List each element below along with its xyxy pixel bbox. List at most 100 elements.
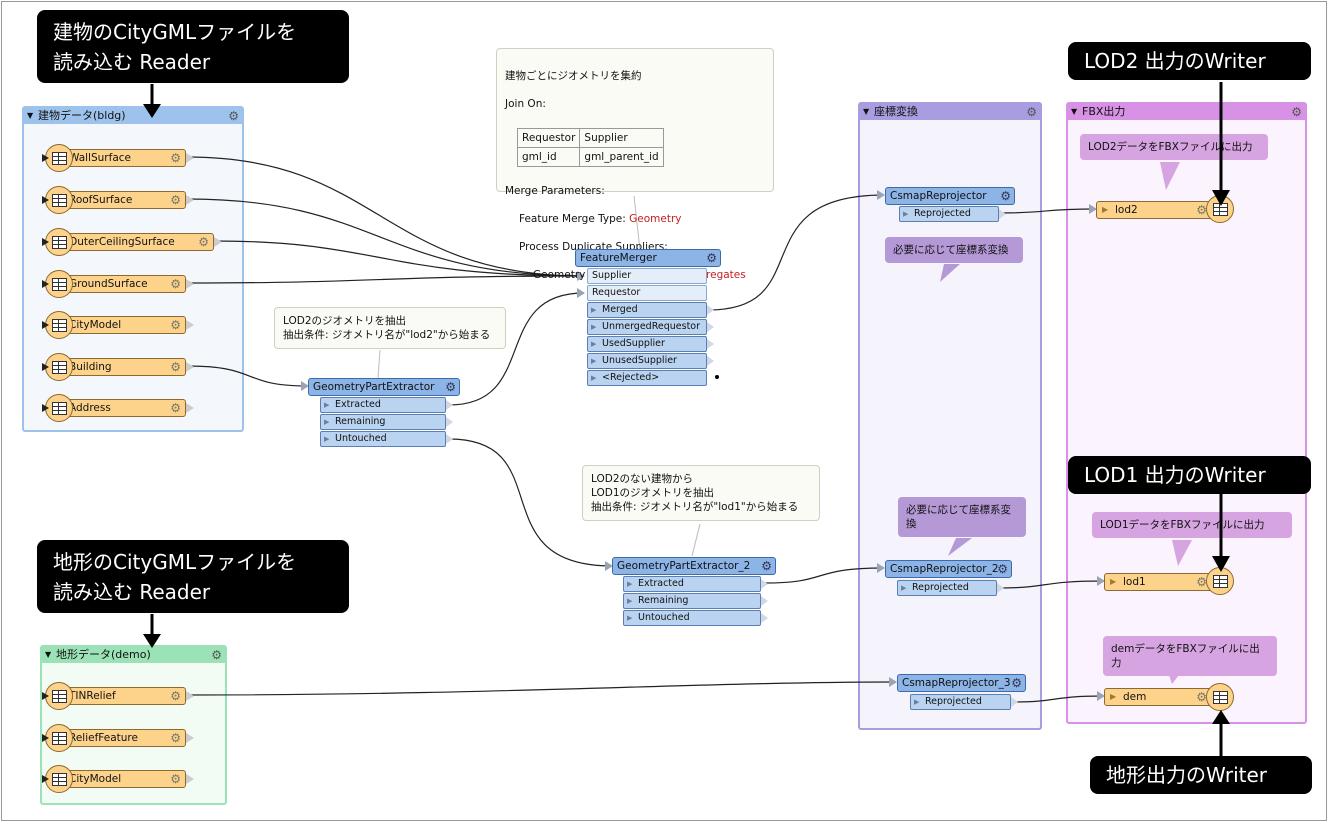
output-port-remaining[interactable]: ▶Remaining — [320, 414, 453, 430]
feature-type-label: TINRelief — [69, 690, 116, 702]
gear-icon[interactable]: ⚙ — [211, 648, 222, 662]
reader-icon[interactable] — [42, 353, 73, 381]
transformer-geometry-part-extractor[interactable]: GeometryPartExtractor⚙ — [308, 378, 460, 396]
reader-icon[interactable] — [42, 724, 73, 752]
collapse-icon[interactable]: ▼ — [863, 107, 870, 116]
feature-type-roofsurface[interactable]: ▶RoofSurface⚙ — [52, 191, 194, 209]
output-port-usedsupplier[interactable]: ▶UsedSupplier — [587, 336, 714, 352]
feature-type-tinrelief[interactable]: ▶TINRelief⚙ — [52, 687, 194, 705]
feature-type-label: GroundSurface — [69, 278, 148, 290]
gear-icon[interactable]: ⚙ — [228, 109, 239, 123]
callout-lod1-writer: LOD1 出力のWriter — [1068, 456, 1311, 494]
reader-icon[interactable] — [42, 765, 73, 793]
gear-icon[interactable]: ⚙ — [1026, 105, 1037, 119]
table-cell: Requestor — [516, 128, 581, 148]
reader-icon[interactable] — [42, 682, 73, 710]
feature-type-citymodel[interactable]: ▶CityModel⚙ — [52, 316, 194, 334]
output-port-rejected[interactable]: ▶<Rejected> — [587, 370, 707, 386]
writer-icon[interactable] — [1206, 195, 1234, 223]
reader-icon[interactable] — [42, 228, 73, 256]
bookmark-title: FBX出力 — [1082, 105, 1126, 118]
output-port-untouched[interactable]: ▶Untouched — [320, 431, 453, 447]
gear-icon[interactable]: ⚙ — [170, 193, 181, 207]
reader-icon[interactable] — [42, 270, 73, 298]
port-label: Untouched — [335, 433, 387, 444]
annotation-gpe1[interactable]: LOD2のジオメトリを抽出 抽出条件: ジオメトリ名が"lod2"から始まる — [274, 307, 506, 349]
gear-icon[interactable]: ⚙ — [170, 731, 181, 745]
port-label: Remaining — [335, 416, 386, 427]
output-port-remaining[interactable]: ▶Remaining — [623, 593, 768, 609]
gear-icon[interactable]: ⚙ — [706, 251, 717, 265]
output-port-untouched[interactable]: ▶Untouched — [623, 610, 768, 626]
annotation-reproj1[interactable]: 必要に応じて座標系変換 — [885, 237, 1023, 263]
transformer-csmap-reprojector-2[interactable]: CsmapReprojector_2⚙ — [885, 560, 1012, 578]
feature-type-outerceilingsurface[interactable]: ▶OuterCeilingSurface⚙ — [52, 233, 222, 251]
feature-type-wallsurface[interactable]: ▶WallSurface⚙ — [52, 149, 194, 167]
gear-icon[interactable]: ⚙ — [1291, 105, 1302, 119]
gear-icon[interactable]: ⚙ — [170, 277, 181, 291]
gear-icon[interactable]: ⚙ — [997, 562, 1008, 576]
input-port-requestor[interactable]: Requestor — [587, 285, 707, 301]
collapse-icon[interactable]: ▼ — [1071, 107, 1078, 116]
callout-dem-writer: 地形出力のWriter — [1090, 756, 1312, 794]
transformer-title: CsmapReprojector — [890, 190, 987, 202]
feature-type-address[interactable]: ▶Address⚙ — [52, 399, 194, 417]
port-label: Reprojected — [925, 696, 982, 707]
table-cell: gml_parent_id — [579, 147, 664, 167]
output-port-reprojected[interactable]: ▶Reprojected — [899, 206, 1006, 222]
annotation-reproj2[interactable]: 必要に応じて座標系変 換 — [898, 497, 1026, 537]
output-port-merged[interactable]: ▶Merged — [587, 302, 714, 318]
bookmark-dem[interactable]: ▼地形データ(demo)⚙ — [40, 645, 227, 805]
port-label: UnmergedRequestor — [602, 321, 701, 332]
gear-icon[interactable]: ⚙ — [170, 772, 181, 786]
transformer-csmap-reprojector-3[interactable]: CsmapReprojector_3⚙ — [897, 674, 1026, 692]
output-port-reprojected[interactable]: ▶Reprojected — [897, 580, 1004, 596]
gear-icon[interactable]: ⚙ — [170, 360, 181, 374]
feature-type-groundsurface[interactable]: ▶GroundSurface⚙ — [52, 275, 194, 293]
callout-bldg-reader: 建物のCityGMLファイルを 読み込む Reader — [37, 10, 349, 83]
annotation-fbx-lod1[interactable]: LOD1データをFBXファイルに出力 — [1092, 512, 1292, 538]
input-port-supplier[interactable]: Supplier — [587, 268, 707, 284]
transformer-csmap-reprojector[interactable]: CsmapReprojector ⚙ — [885, 187, 1015, 205]
writer-icon[interactable] — [1206, 567, 1234, 595]
port-label: UsedSupplier — [602, 338, 665, 349]
output-port-unmergedrequestor[interactable]: ▶UnmergedRequestor — [587, 319, 714, 335]
output-port-extracted[interactable]: ▶Extracted — [623, 576, 768, 592]
writer-label: dem — [1123, 691, 1147, 703]
gear-icon[interactable]: ⚙ — [1011, 676, 1022, 690]
output-port-extracted[interactable]: ▶Extracted — [320, 397, 453, 413]
gear-icon[interactable]: ⚙ — [445, 380, 456, 394]
gear-icon[interactable]: ⚙ — [170, 151, 181, 165]
annotation-gpe2[interactable]: LOD2のない建物から LOD1のジオメトリを抽出 抽出条件: ジオメトリ名が"… — [582, 465, 820, 521]
annotation-fbx-lod2[interactable]: LOD2データをFBXファイルに出力 — [1080, 134, 1268, 160]
gear-icon[interactable]: ⚙ — [1000, 189, 1011, 203]
bookmark-reproj[interactable]: ▼座標変換⚙ — [858, 102, 1042, 730]
writer-label: lod2 — [1115, 204, 1138, 216]
transformer-feature-merger[interactable]: FeatureMerger⚙ — [575, 249, 721, 267]
annotation-fbx-dem[interactable]: demデータをFBXファイルに出力 — [1103, 636, 1277, 676]
transformer-geometry-part-extractor-2[interactable]: GeometryPartExtractor_2⚙ — [612, 557, 776, 575]
bookmark-fbx[interactable]: ▼ FBX出力 ⚙ — [1066, 102, 1307, 724]
output-port-unusedsupplier[interactable]: ▶UnusedSupplier — [587, 353, 714, 369]
reader-icon[interactable] — [42, 186, 73, 214]
arrow-icon — [42, 775, 49, 783]
arrow-icon — [42, 734, 49, 742]
collapse-icon[interactable]: ▼ — [45, 650, 52, 659]
gear-icon[interactable]: ⚙ — [170, 401, 181, 415]
reader-icon[interactable] — [42, 394, 73, 422]
gear-icon[interactable]: ⚙ — [1196, 575, 1207, 589]
reader-icon[interactable] — [42, 144, 73, 172]
gear-icon[interactable]: ⚙ — [170, 318, 181, 332]
gear-icon[interactable]: ⚙ — [170, 689, 181, 703]
gear-icon[interactable]: ⚙ — [1196, 203, 1207, 217]
gear-icon[interactable]: ⚙ — [1196, 690, 1207, 704]
collapse-icon[interactable]: ▼ — [27, 111, 34, 120]
reader-icon[interactable] — [42, 311, 73, 339]
output-port-reprojected[interactable]: ▶Reprojected — [910, 694, 1018, 710]
transformer-title: CsmapReprojector_2 — [890, 563, 999, 575]
writer-icon[interactable] — [1206, 683, 1234, 711]
gear-icon[interactable]: ⚙ — [198, 235, 209, 249]
gear-icon[interactable]: ⚙ — [761, 559, 772, 573]
